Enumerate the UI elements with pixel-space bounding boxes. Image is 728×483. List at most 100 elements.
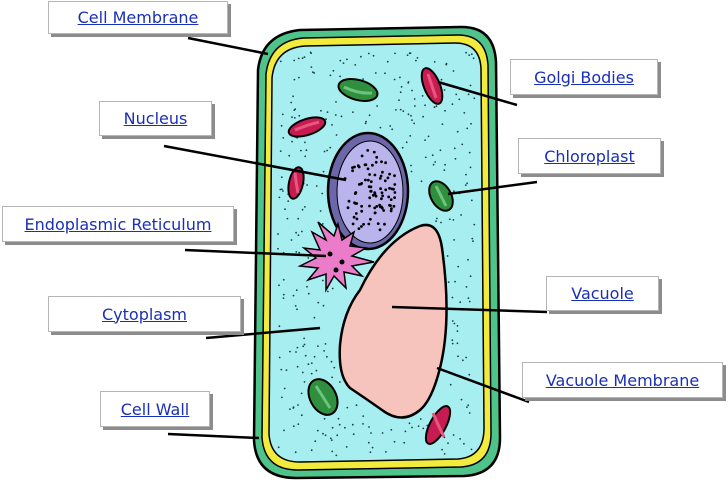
golgi-body-inner bbox=[431, 412, 446, 438]
leader-endoplasmic-reticulum bbox=[184, 248, 327, 258]
cytoplasm-speck bbox=[447, 442, 449, 445]
nucleus-speck bbox=[368, 204, 371, 208]
nucleus-speck bbox=[379, 174, 383, 178]
cytoplasm-speck bbox=[306, 285, 308, 288]
cytoplasm-speck bbox=[422, 427, 425, 430]
cytoplasm-speck bbox=[470, 122, 472, 125]
nucleus-speck bbox=[375, 205, 379, 208]
cytoplasm-speck bbox=[296, 346, 299, 349]
cytoplasm-speck bbox=[443, 89, 446, 91]
cytoplasm-speck bbox=[420, 180, 423, 183]
cytoplasm-speck bbox=[282, 278, 285, 281]
cytoplasm-speck bbox=[295, 231, 297, 234]
nucleus-speck bbox=[387, 195, 391, 199]
nucleus-speck bbox=[382, 209, 386, 212]
nucleus-speck bbox=[389, 198, 393, 202]
nucleus-speck bbox=[381, 170, 384, 174]
nucleus-speck bbox=[393, 196, 396, 200]
chloroplast-inner bbox=[434, 185, 448, 207]
cytoplasm-speck bbox=[280, 176, 283, 179]
nucleus-speck bbox=[380, 191, 384, 195]
cytoplasm-speck bbox=[398, 99, 400, 101]
cytoplasm-speck bbox=[281, 188, 283, 191]
er-dot bbox=[339, 259, 345, 265]
cytoplasm-speck bbox=[282, 190, 284, 192]
cytoplasm-speck bbox=[444, 109, 446, 112]
nucleus-speck bbox=[355, 217, 359, 221]
cytoplasm-speck bbox=[292, 294, 295, 297]
cytoplasm-speck bbox=[389, 125, 392, 127]
cytoplasm-speck bbox=[384, 72, 386, 75]
cytoplasm-speck bbox=[385, 451, 387, 453]
cytoplasm-speck bbox=[324, 343, 327, 345]
cytoplasm-speck bbox=[280, 368, 283, 371]
chloroplast-inner bbox=[343, 85, 373, 95]
cytoplasm-speck bbox=[282, 137, 285, 139]
cytoplasm-speck bbox=[293, 117, 296, 119]
cytoplasm-speck bbox=[291, 116, 293, 119]
cytoplasm-speck bbox=[326, 111, 329, 113]
cytoplasm-speck bbox=[379, 126, 382, 129]
nucleus-speck bbox=[371, 193, 375, 197]
cytoplasm-speck bbox=[466, 182, 468, 185]
cytoplasm-speck bbox=[283, 429, 285, 432]
cytoplasm-speck bbox=[313, 316, 316, 319]
cytoplasm-speck bbox=[331, 376, 333, 379]
cytoplasm-speck bbox=[468, 412, 471, 414]
cytoplasm-speck bbox=[433, 61, 436, 63]
cytoplasm-speck bbox=[290, 239, 293, 241]
nucleus-speck bbox=[380, 206, 384, 210]
cytoplasm-speck bbox=[468, 54, 471, 56]
cytoplasm-speck bbox=[411, 119, 413, 121]
cytoplasm-speck bbox=[322, 170, 325, 173]
nucleus-speck bbox=[381, 194, 384, 198]
cytoplasm-speck bbox=[304, 141, 306, 144]
cytoplasm-speck bbox=[399, 76, 401, 79]
leader-cell-wall bbox=[167, 432, 260, 440]
leader-cytoplasm bbox=[205, 326, 321, 340]
cytoplasm-speck bbox=[467, 258, 469, 261]
cytoplasm-speck bbox=[400, 86, 403, 88]
cytoplasm-speck bbox=[467, 93, 470, 96]
cytoplasm-speck bbox=[422, 115, 424, 118]
cytoplasm-speck bbox=[316, 429, 319, 432]
nucleus-speck bbox=[351, 222, 355, 226]
cytoplasm-speck bbox=[336, 434, 339, 437]
cytoplasm-speck bbox=[354, 64, 357, 66]
cytoplasm-speck bbox=[465, 286, 468, 288]
cytoplasm-speck bbox=[346, 406, 349, 409]
cytoplasm-speck bbox=[456, 130, 459, 133]
cytoplasm-speck bbox=[427, 135, 430, 138]
cytoplasm-speck bbox=[313, 72, 316, 74]
cytoplasm-speck bbox=[294, 451, 297, 454]
cytoplasm-speck bbox=[340, 115, 343, 118]
cytoplasm-speck bbox=[436, 217, 438, 220]
label-cell-wall: Cell Wall bbox=[100, 391, 210, 427]
cytoplasm-speck bbox=[403, 441, 406, 444]
cytoplasm-speck bbox=[303, 343, 306, 346]
cytoplasm-speck bbox=[468, 373, 471, 376]
cytoplasm-speck bbox=[312, 71, 314, 74]
cytoplasm-speck bbox=[451, 320, 454, 322]
nucleus-speck bbox=[375, 155, 379, 159]
cytoplasm-speck bbox=[344, 426, 346, 429]
cytoplasm-speck bbox=[460, 398, 463, 401]
cytoplasm-speck bbox=[448, 218, 451, 221]
leader-vacuole bbox=[391, 305, 548, 314]
cytoplasm-speck bbox=[433, 106, 436, 109]
cytoplasm-speck bbox=[410, 170, 413, 173]
cytoplasm-speck bbox=[417, 425, 420, 427]
cytoplasm-speck bbox=[310, 362, 313, 364]
cytoplasm-speck bbox=[285, 369, 288, 371]
cytoplasm-speck bbox=[360, 55, 362, 58]
cytoplasm-speck bbox=[459, 438, 461, 440]
nucleus-speck bbox=[392, 187, 395, 191]
nucleus-speck bbox=[374, 194, 378, 198]
nucleus-speck bbox=[384, 188, 388, 192]
cytoplasm-speck bbox=[280, 124, 283, 127]
label-cytoplasm: Cytoplasm bbox=[48, 296, 241, 332]
nucleus-speck bbox=[373, 173, 377, 177]
cytoplasm-speck bbox=[352, 433, 355, 436]
golgi-body-inner bbox=[294, 120, 320, 132]
golgi-body-inner bbox=[293, 172, 300, 194]
